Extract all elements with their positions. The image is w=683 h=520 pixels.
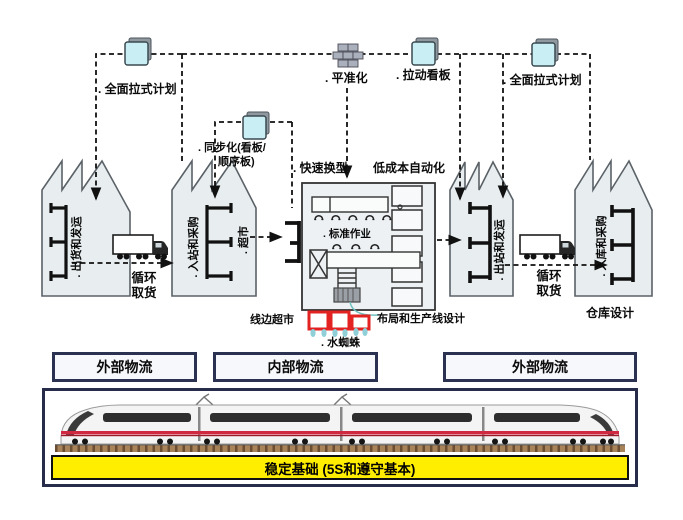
material-flow-arrows	[72, 231, 608, 271]
label-pull-kanban: . 拉动看板	[396, 68, 451, 82]
label-water-spider: . 水蜘蛛	[321, 337, 361, 349]
bar-external-logistics-left: 外部物流	[52, 352, 197, 382]
train-image	[55, 393, 625, 452]
machine-column	[391, 185, 423, 307]
label-supermarket: . 超市	[238, 225, 250, 255]
supermarket-shelf-warehouse-icon	[610, 205, 635, 285]
kanban-card-icon	[531, 38, 559, 67]
bar-label: 内部物流	[267, 359, 324, 375]
pantograph-icon	[194, 393, 352, 407]
label-low-cost-automation: 低成本自动化	[373, 161, 446, 175]
conveyor-ladder	[337, 268, 357, 288]
truck-icon-left	[112, 234, 169, 261]
supermarket-shelf-left-icon	[49, 203, 68, 281]
heijunka-box-icon	[332, 43, 364, 68]
bar-external-logistics-right: 外部物流	[443, 352, 637, 382]
label-pull-planning-right: . 全面拉式计划	[503, 73, 582, 87]
conveyor-mid	[326, 251, 421, 269]
label-layout-design: 布局和生产线设计	[377, 313, 465, 325]
label-pull-planning-left: . 全面拉式计划	[98, 82, 177, 96]
label-synchronization-line2: 顺序板)	[218, 156, 255, 168]
label-inbound-purchasing: . 入站和采购	[188, 216, 200, 278]
label-milk-run-right: 循环取货	[536, 269, 562, 298]
label-milk-run-left: 循环取货	[131, 271, 157, 300]
foundation-label: 稳定基础 (5S和遵守基本)	[264, 461, 416, 477]
factory-inbound-icon	[171, 158, 257, 297]
label-synchronization-line1: . 同步化(看板/	[198, 142, 266, 154]
label-warehouse-inbound: . 入库和采购	[596, 215, 608, 277]
kanban-card-icon	[411, 37, 439, 66]
truck-icon-right	[519, 234, 576, 261]
bar-internal-logistics: 内部物流	[213, 352, 378, 382]
label-quick-changeover: . 快速换型	[293, 161, 348, 175]
tugger-train-icon	[307, 310, 371, 337]
label-warehouse-design: 仓库设计	[586, 306, 635, 320]
supermarket-shelf-outbound-icon	[468, 202, 492, 283]
label-lineside-supermarket: 线边超市	[250, 314, 294, 326]
lineside-buffer-bracket-icon	[285, 221, 301, 263]
label-leveling: . 平准化	[325, 71, 368, 85]
label-shipping-left: . 出货和发运	[71, 216, 83, 278]
kanban-card-icon	[124, 37, 152, 66]
bar-label: 外部物流	[512, 359, 568, 375]
foundation-panel: 稳定基础 (5S和遵守基本)	[42, 388, 638, 487]
bar-label: 外部物流	[96, 359, 153, 375]
conveyor-top	[311, 196, 389, 213]
foundation-bar: 稳定基础 (5S和遵守基本)	[51, 455, 629, 480]
production-cell-box	[301, 182, 436, 311]
supermarket-shelf-inbound-icon	[205, 203, 233, 281]
water-spider-route-line	[349, 301, 379, 316]
label-shipping-outbound: . 出站和发运	[494, 219, 506, 281]
factory-outbound-icon	[449, 160, 514, 297]
label-standard-work: . 标准作业	[323, 228, 371, 240]
kanban-card-icon	[242, 111, 270, 140]
